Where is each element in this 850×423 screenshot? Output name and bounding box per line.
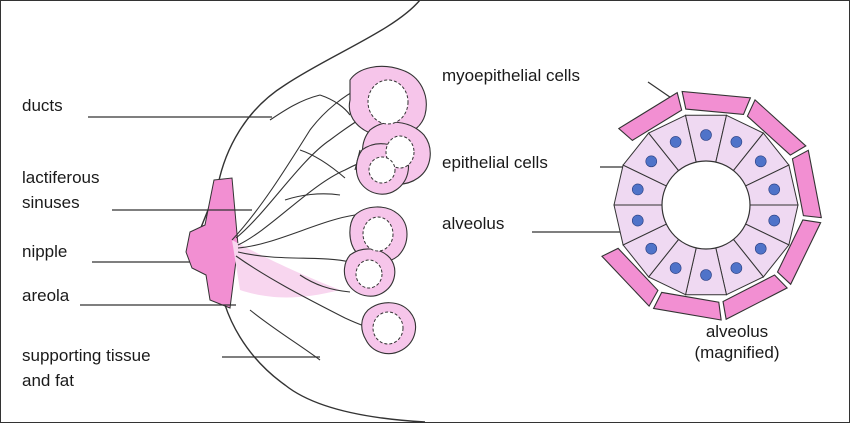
label-ducts: ducts [22,96,63,115]
cell-nucleus [730,136,743,148]
caption-magnified: (magnified) [694,343,780,362]
label-supporting-tissue: supporting tissue [22,346,151,365]
left-leader-lines [80,116,320,358]
cell-nucleus [768,183,781,196]
myoepithelial-cell [776,219,822,286]
label-and-fat: and fat [22,371,74,390]
cell-nucleus [730,262,743,274]
label-sinuses: sinuses [22,193,80,212]
caption-alveolus: alveolus [705,322,769,341]
label-nipple: nipple [22,242,68,261]
nipple-areola [185,177,239,309]
label-lactiferous: lactiferous [22,168,100,187]
label-alveolus: alveolus [442,214,505,233]
cell-nucleus [645,242,658,255]
cell-nucleus [754,155,767,168]
myoepithelial-cell [617,91,683,142]
myoepithelial-cell [652,291,722,321]
label-myoepithelial-cells: myoepithelial cells [442,66,580,85]
magnified-alveolus [601,90,822,321]
label-epithelial-cells: epithelial cells [442,153,548,172]
cell-nucleus [700,269,712,281]
cell-nucleus [669,262,682,274]
lobule-clusters [343,65,431,355]
myoepithelial-cell [746,98,807,156]
myoepithelial-cell-ring [601,90,822,321]
alveolus-lumen [661,160,751,250]
myoepithelial-cell [681,90,752,116]
cell-nucleus [669,136,682,148]
cell-nucleus [700,129,712,141]
cell-nucleus [631,183,644,196]
myoepithelial-cell [601,247,659,308]
cell-nucleus [754,242,767,255]
myoepithelial-cell [791,149,822,219]
myoepithelial-cell [722,274,789,321]
sinus-shading [232,240,340,298]
epithelial-cell-ring [613,114,799,296]
label-areola: areola [22,286,70,305]
cell-nucleus [645,155,658,168]
cell-nucleus [631,214,644,227]
cell-nucleus [768,214,781,227]
